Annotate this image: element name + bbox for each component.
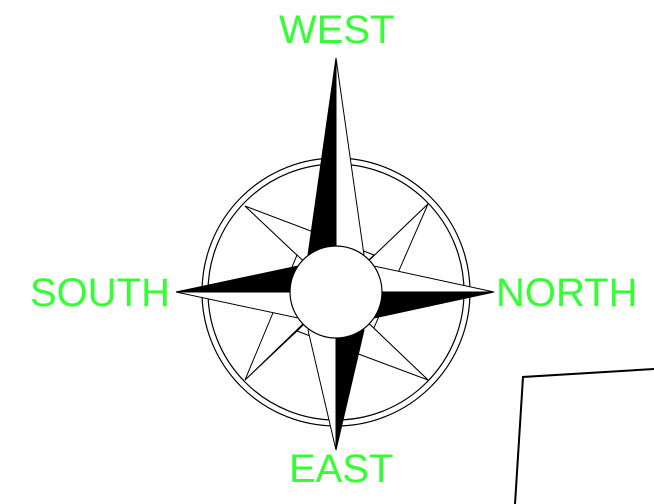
compass-label-left: SOUTH bbox=[30, 273, 170, 313]
compass-hub bbox=[290, 246, 382, 338]
compass-label-top: WEST bbox=[279, 10, 395, 50]
compass-label-right: NORTH bbox=[496, 273, 637, 313]
compass-label-bottom: EAST bbox=[289, 449, 393, 489]
map-frame-corner bbox=[515, 369, 654, 504]
